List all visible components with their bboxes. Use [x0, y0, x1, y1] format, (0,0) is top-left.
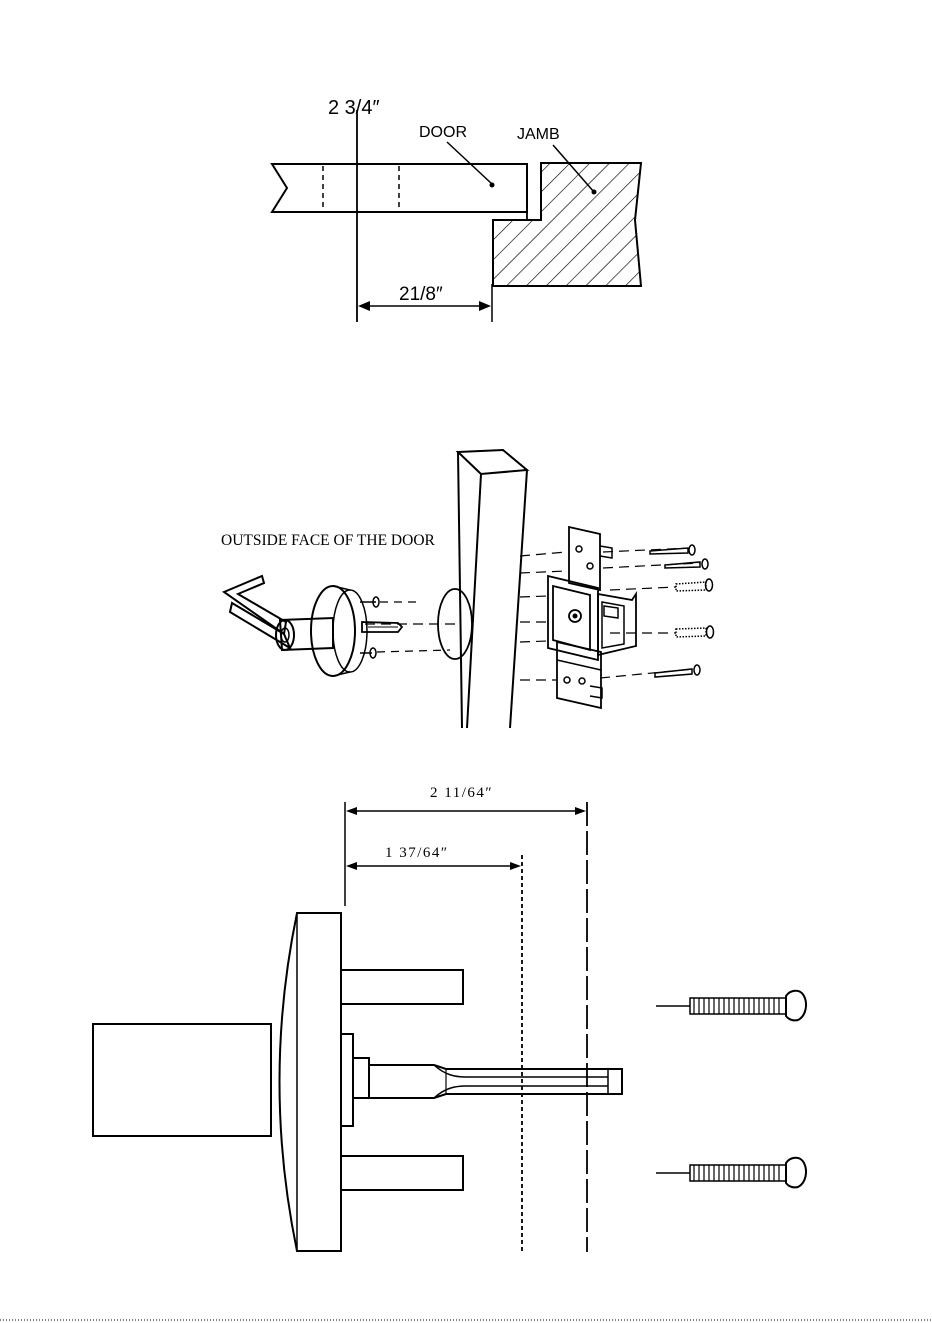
outside-face-caption: OUTSIDE FACE OF THE DOOR — [221, 532, 436, 549]
jamb-section — [493, 163, 641, 286]
lever-hub — [93, 1024, 271, 1136]
inner-length-label: 1 37/64″ — [385, 845, 449, 861]
distance-label: 21/8″ — [399, 284, 443, 305]
spindle-profile — [341, 1034, 622, 1126]
rose-profile — [280, 913, 342, 1251]
lever-handle — [224, 576, 333, 650]
lower-post — [341, 1156, 463, 1190]
screws-exploded — [600, 545, 714, 678]
door-label: DOOR — [419, 124, 467, 141]
jamb-label: JAMB — [517, 126, 560, 143]
backset-figure: 2 3/4″ DOOR JAMB 21/8″ — [272, 97, 641, 322]
door-edge-perspective — [458, 450, 527, 728]
mounting-screw-top — [656, 991, 806, 1021]
mounting-screw-bottom — [656, 1158, 806, 1188]
exploded-assembly-figure: OUTSIDE FACE OF THE DOOR — [221, 450, 714, 728]
backset-label: 2 3/4″ — [328, 97, 380, 119]
lever-rose — [311, 586, 367, 676]
overall-length-label: 2 11/64″ — [430, 785, 493, 801]
upper-post — [341, 970, 463, 1004]
spindle-dimension-figure: 2 11/64″ 1 37/64″ — [93, 785, 806, 1252]
latch-chassis — [548, 527, 636, 708]
